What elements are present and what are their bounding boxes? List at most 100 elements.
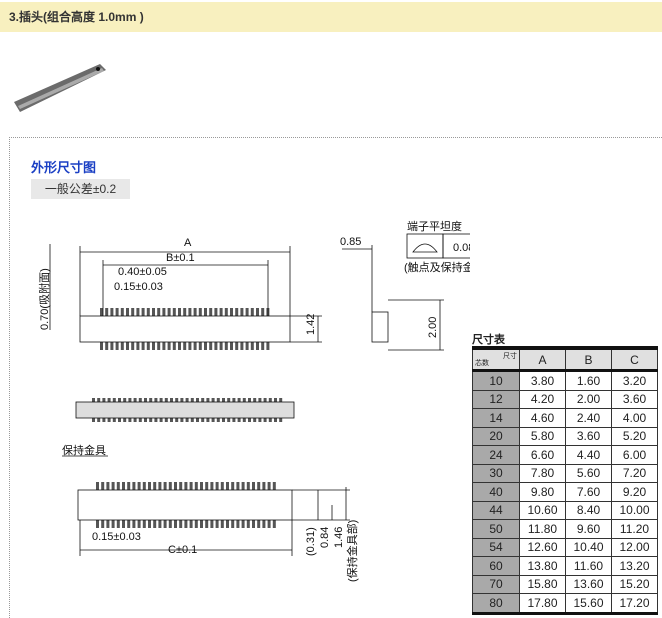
table-cell: 9.60 — [565, 519, 612, 539]
pin-count: 60 — [472, 556, 520, 576]
pin — [256, 308, 259, 316]
table-cell: 17.80 — [519, 593, 566, 614]
pin — [232, 418, 236, 422]
table-cell: 6.00 — [611, 445, 658, 465]
pin — [154, 418, 158, 422]
pin — [209, 308, 213, 316]
pin — [252, 482, 255, 490]
table-cell: 7.20 — [611, 463, 658, 483]
table-cell: 4.00 — [611, 408, 658, 428]
table-cell: 9.20 — [611, 482, 658, 502]
pin — [118, 418, 121, 422]
pin — [126, 308, 129, 316]
pin — [112, 418, 116, 422]
pin-count: 44 — [472, 500, 520, 520]
pin — [205, 482, 209, 490]
pin-count: 70 — [472, 574, 520, 594]
pin — [236, 482, 240, 490]
pin — [253, 398, 257, 402]
pin — [142, 520, 146, 528]
pin — [250, 342, 254, 350]
table-cell: 10.60 — [519, 500, 566, 520]
table-cell: 13.60 — [565, 574, 612, 594]
dim-1-42: 1.42 — [305, 314, 317, 335]
pin — [159, 398, 163, 402]
pin — [211, 418, 215, 422]
pin — [120, 342, 124, 350]
table-cell: 17.20 — [611, 593, 658, 614]
pin — [127, 482, 131, 490]
dimension-drawing: A B±0.1 0.40±0.05 0.15±0.03 0.70(吸附面) 1.… — [37, 219, 470, 582]
table-cell: 10.40 — [565, 537, 612, 557]
holder-label: 保持金具 — [62, 443, 106, 457]
tolerance-badge: 一般公差±0.2 — [31, 179, 130, 199]
pin — [209, 342, 213, 350]
pin — [190, 398, 194, 402]
pin — [131, 342, 135, 350]
pin — [272, 520, 276, 528]
pin — [131, 308, 135, 316]
pin — [204, 342, 207, 350]
pin — [224, 308, 228, 316]
pin — [116, 520, 120, 528]
pin — [189, 482, 193, 490]
pin — [219, 342, 223, 350]
pin — [120, 308, 124, 316]
table-cell: 1.60 — [565, 370, 612, 391]
col-A: A — [519, 347, 566, 372]
pin — [146, 308, 150, 316]
pin — [96, 520, 99, 528]
table-cell: 8.40 — [565, 500, 612, 520]
pin — [132, 482, 136, 490]
table-cell: 13.80 — [519, 556, 566, 576]
pin — [194, 482, 198, 490]
pin — [106, 520, 110, 528]
pin — [133, 418, 137, 422]
pin — [263, 418, 267, 422]
pin — [237, 398, 241, 402]
pin — [198, 308, 202, 316]
pin — [231, 520, 235, 528]
pin — [162, 308, 166, 316]
pin — [138, 398, 142, 402]
pin — [146, 342, 150, 350]
pin-count: 12 — [472, 389, 520, 409]
pin — [179, 482, 183, 490]
dim-0-85: 0.85 — [340, 236, 361, 248]
dim-0-31: (0.31) — [305, 527, 317, 556]
corner-bottom: 芯数 — [475, 360, 489, 367]
pin — [258, 418, 262, 422]
pin — [235, 308, 239, 316]
pin — [279, 418, 283, 422]
pin — [132, 520, 136, 528]
pin — [105, 308, 109, 316]
pin — [111, 482, 115, 490]
pin — [241, 482, 245, 490]
pin — [248, 418, 251, 422]
table-cell: 11.60 — [565, 556, 612, 576]
pin-count: 80 — [472, 593, 520, 614]
pin — [232, 398, 236, 402]
pin — [189, 520, 193, 528]
pin — [170, 398, 173, 402]
table-cell: 2.00 — [565, 389, 612, 409]
pin — [268, 398, 272, 402]
pin — [245, 308, 249, 316]
pin — [163, 520, 167, 528]
pin — [200, 482, 203, 490]
pin — [136, 308, 140, 316]
table-cell: 9.80 — [519, 482, 566, 502]
dimension-panel — [9, 137, 662, 618]
pin — [210, 520, 214, 528]
section-header: 3.插头(组合高度 1.0mm ) — [0, 2, 662, 32]
pin — [245, 342, 249, 350]
pin — [180, 398, 184, 402]
table-cell: 5.60 — [565, 463, 612, 483]
table-cell: 3.60 — [611, 389, 658, 409]
pin — [152, 308, 155, 316]
